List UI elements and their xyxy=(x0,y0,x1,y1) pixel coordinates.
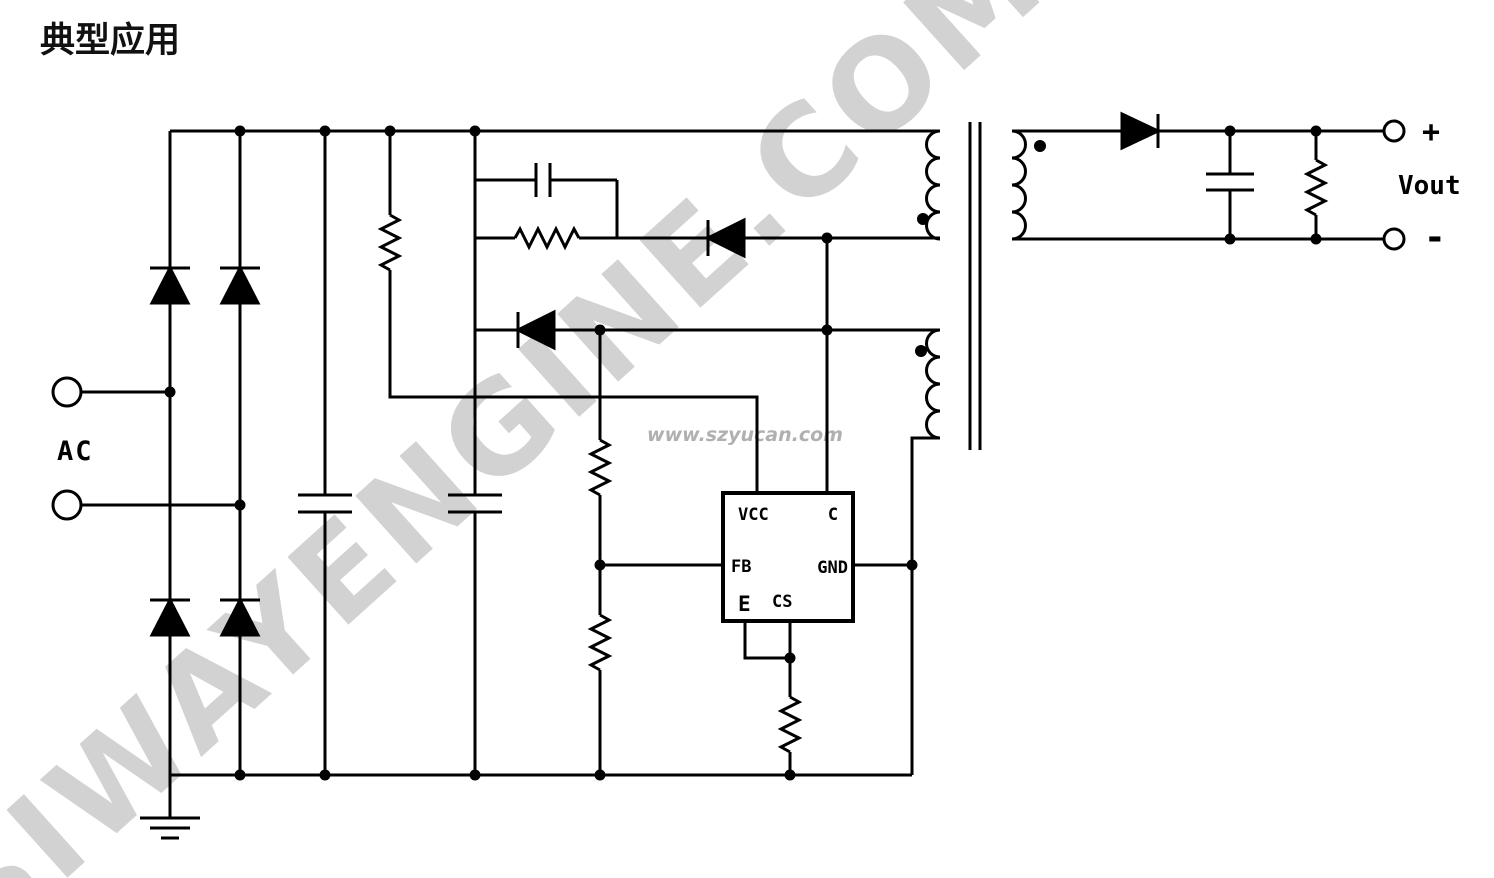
ground-symbol xyxy=(140,775,200,840)
diodes-layer xyxy=(149,111,1162,637)
bridge-diode-bottom-left xyxy=(149,596,191,637)
aux-return-wire xyxy=(910,436,940,775)
junction-dot xyxy=(469,769,481,781)
junction-dot xyxy=(319,769,331,781)
ac-terminal-bottom xyxy=(51,489,83,521)
vout-minus-label: - xyxy=(1424,217,1446,258)
primary-winding xyxy=(925,129,941,241)
startup-branch-wire xyxy=(388,131,759,493)
transformer-core xyxy=(968,122,982,450)
ic-pin-gnd-label: GND xyxy=(817,558,848,578)
junction-dot xyxy=(1224,233,1236,245)
vout-minus-terminal xyxy=(1382,227,1406,251)
aux-winding xyxy=(925,328,941,440)
ic-pin-e-label: E xyxy=(738,592,751,616)
page-title: 典型应用 xyxy=(40,20,180,60)
clamp-cap-plates xyxy=(534,163,552,197)
ic-pin-cs-label: CS xyxy=(772,592,792,612)
junction-dot xyxy=(1310,125,1322,137)
ic-body xyxy=(721,491,855,623)
junction-dot xyxy=(384,125,396,137)
bridge-diode-top-left xyxy=(149,264,191,305)
junction-dot xyxy=(234,125,246,137)
controller-ic: VCC C FB GND E CS xyxy=(721,491,855,623)
vout-plus-terminal xyxy=(1382,119,1406,143)
junction-dot xyxy=(164,386,176,398)
bridge-diode-bottom-right xyxy=(219,596,261,637)
bulk-cap1-plates xyxy=(298,493,352,514)
junction-dot xyxy=(594,769,606,781)
emitter-cs-wire xyxy=(743,621,792,775)
junction-dot xyxy=(1224,125,1236,137)
junction-dot xyxy=(234,769,246,781)
ac-label: AC xyxy=(57,436,94,467)
aux-polarity-dot xyxy=(915,345,927,357)
junction-dot xyxy=(784,652,796,664)
vout-label: Vout xyxy=(1398,171,1461,201)
output-rectifier-diode xyxy=(1120,111,1162,151)
junction-dot xyxy=(469,125,481,137)
fb-lower-resistor xyxy=(587,613,613,672)
clamp-diode xyxy=(704,217,746,259)
junction-dot xyxy=(784,769,796,781)
junction-dot xyxy=(1310,233,1322,245)
junction-dot xyxy=(234,499,246,511)
startup-resistor xyxy=(377,213,403,272)
secondary-polarity-dot xyxy=(1034,140,1046,152)
site-watermark: www.szyucan.com xyxy=(647,424,843,446)
ic-pin-fb-label: FB xyxy=(731,557,751,577)
primary-polarity-dot xyxy=(917,213,929,225)
output-resistor xyxy=(1303,158,1329,217)
junction-dot xyxy=(594,559,606,571)
junction-dot xyxy=(906,559,918,571)
junction-dots xyxy=(164,125,1322,781)
ic-pin-vcc-label: VCC xyxy=(738,505,769,525)
ic-pin-c-label: C xyxy=(828,505,838,525)
junction-dot xyxy=(319,125,331,137)
circuit-lines xyxy=(51,119,1406,840)
clamp-resistor xyxy=(513,225,581,251)
bulk-cap2-plates xyxy=(448,493,502,514)
vcc-rectifier-diode xyxy=(514,309,556,351)
clamp-cap-leads xyxy=(475,178,619,238)
vout-plus-label: + xyxy=(1422,115,1440,150)
junction-dot xyxy=(821,232,833,244)
fb-upper-resistor xyxy=(587,438,613,497)
terminal-labels: AC + Vout - xyxy=(57,115,1461,467)
cs-sense-resistor xyxy=(777,695,803,754)
junction-dot xyxy=(821,324,833,336)
secondary-winding xyxy=(1011,129,1027,241)
output-cap-plates xyxy=(1206,172,1254,192)
ac-terminal-top xyxy=(51,376,83,408)
bridge-diode-top-right xyxy=(219,264,261,305)
junction-dot xyxy=(594,324,606,336)
